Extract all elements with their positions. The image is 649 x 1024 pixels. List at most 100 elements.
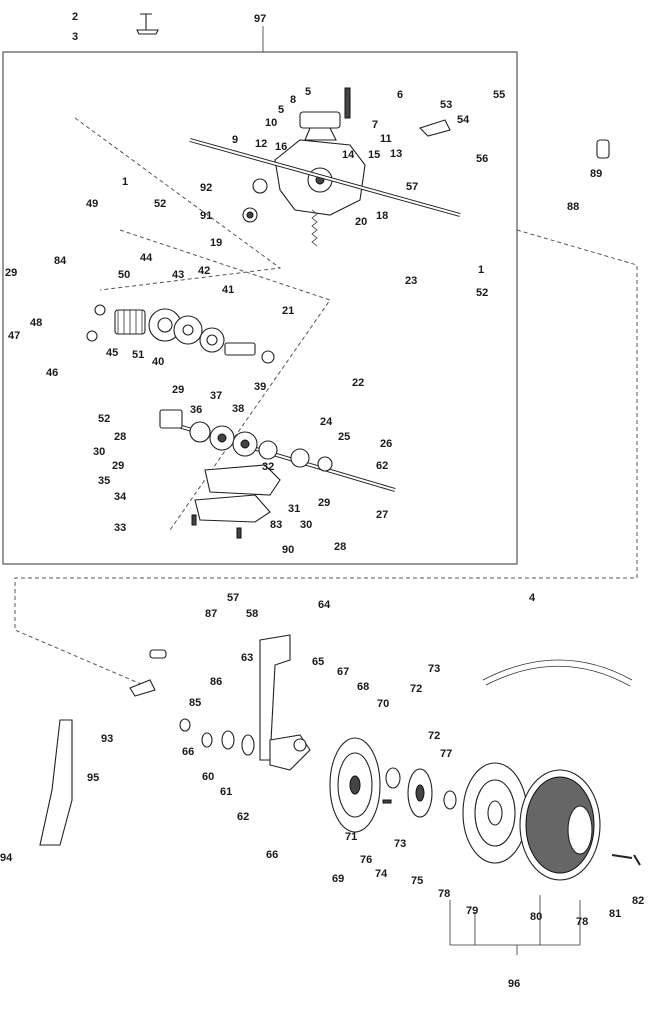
part-label: 48 bbox=[30, 317, 42, 329]
part-label: 1 bbox=[478, 264, 484, 276]
part-label: 1 bbox=[122, 176, 128, 188]
part-label: 29 bbox=[112, 460, 124, 472]
part-label: 42 bbox=[198, 265, 210, 277]
part-label: 49 bbox=[86, 198, 98, 210]
part-label: 10 bbox=[265, 117, 277, 129]
part-label: 64 bbox=[318, 599, 331, 611]
part-label: 39 bbox=[254, 381, 266, 393]
part-label: 38 bbox=[232, 403, 244, 415]
gear-train-icon bbox=[86, 304, 275, 364]
pin-icon bbox=[611, 854, 641, 866]
part-label: 6 bbox=[397, 89, 403, 101]
part-label: 86 bbox=[210, 676, 222, 688]
part-label: 93 bbox=[101, 733, 113, 745]
part-label: 65 bbox=[312, 656, 324, 668]
part-label: 45 bbox=[106, 347, 118, 359]
part-label: 43 bbox=[172, 269, 184, 281]
part-label: 70 bbox=[377, 698, 389, 710]
part-label: 16 bbox=[275, 141, 287, 153]
part-label: 40 bbox=[152, 356, 164, 368]
height-lever-icon bbox=[269, 734, 311, 771]
part-label: 41 bbox=[222, 284, 234, 296]
part-label: 90 bbox=[282, 544, 294, 556]
part-label: 52 bbox=[98, 413, 110, 425]
part-label: 46 bbox=[46, 367, 58, 379]
part-label: 9 bbox=[232, 134, 238, 146]
pinion-gear-icon bbox=[382, 767, 457, 818]
part-label: 77 bbox=[440, 748, 452, 760]
part-label: 66 bbox=[266, 849, 278, 861]
part-label: 32 bbox=[262, 461, 274, 473]
part-label: 60 bbox=[202, 771, 214, 783]
drive-part-labels: 4 87 57 58 64 63 65 67 68 86 85 66 60 61… bbox=[0, 592, 644, 990]
part-label: 72 bbox=[410, 683, 422, 695]
part-label: 75 bbox=[411, 875, 423, 887]
shaft-icon bbox=[189, 138, 461, 217]
lever-arm-icon bbox=[418, 119, 610, 159]
cable-icon bbox=[482, 659, 633, 687]
part-label: 58 bbox=[246, 608, 258, 620]
part-label: 76 bbox=[360, 854, 372, 866]
part-label: 95 bbox=[87, 772, 99, 784]
bearing-icon bbox=[242, 178, 268, 223]
part-label: 44 bbox=[140, 252, 153, 264]
part-label: 22 bbox=[352, 377, 364, 389]
part-label: 20 bbox=[355, 216, 367, 228]
part-label: 50 bbox=[118, 269, 130, 281]
part-label: 85 bbox=[189, 697, 201, 709]
part-label: 15 bbox=[368, 149, 380, 161]
part-label: 96 bbox=[508, 978, 520, 990]
part-label: 74 bbox=[375, 868, 388, 880]
screw-icon bbox=[136, 13, 159, 35]
washer-icon bbox=[179, 718, 255, 756]
part-label: 31 bbox=[288, 503, 300, 515]
shift-plate-icon bbox=[191, 464, 281, 539]
part-label: 30 bbox=[300, 519, 312, 531]
part-label: 87 bbox=[205, 608, 217, 620]
part-label: 66 bbox=[182, 746, 194, 758]
part-label: 21 bbox=[282, 305, 294, 317]
label-97: 97 bbox=[254, 13, 266, 25]
part-label: 82 bbox=[632, 895, 644, 907]
part-label: 55 bbox=[493, 89, 505, 101]
part-label: 18 bbox=[376, 210, 388, 222]
drive-pulley-icon bbox=[329, 737, 381, 833]
part-label: 37 bbox=[210, 390, 222, 402]
part-label: 7 bbox=[372, 119, 378, 131]
part-label: 72 bbox=[428, 730, 440, 742]
part-label: 14 bbox=[342, 149, 355, 161]
part-label: 71 bbox=[345, 831, 357, 843]
part-label: 13 bbox=[390, 148, 402, 160]
gearbox-frame bbox=[2, 51, 518, 565]
part-label: 52 bbox=[154, 198, 166, 210]
part-label: 29 bbox=[318, 497, 330, 509]
part-label: 53 bbox=[440, 99, 452, 111]
part-label: 25 bbox=[338, 431, 350, 443]
part-label: 56 bbox=[476, 153, 488, 165]
assembly-link-line bbox=[14, 229, 638, 691]
part-label: 91 bbox=[200, 210, 212, 222]
gearbox-part-labels: 6 5 8 5 10 12 9 11 7 13 14 15 16 53 54 5… bbox=[5, 86, 602, 556]
part-label: 61 bbox=[220, 786, 232, 798]
part-label: 24 bbox=[320, 416, 333, 428]
part-label: 73 bbox=[394, 838, 406, 850]
part-label: 78 bbox=[438, 888, 450, 900]
part-label: 30 bbox=[93, 446, 105, 458]
part-label: 69 bbox=[332, 873, 344, 885]
part-label: 47 bbox=[8, 330, 20, 342]
label-2: 2 bbox=[72, 11, 78, 23]
part-label: 29 bbox=[5, 267, 17, 279]
part-label: 12 bbox=[255, 138, 267, 150]
part-label: 23 bbox=[405, 275, 417, 287]
part-label: 27 bbox=[376, 509, 388, 521]
part-label: 19 bbox=[210, 237, 222, 249]
part-label: 68 bbox=[357, 681, 369, 693]
part-label: 84 bbox=[54, 255, 67, 267]
part-label: 28 bbox=[114, 431, 126, 443]
tire-icon bbox=[519, 769, 601, 881]
part-label: 54 bbox=[457, 114, 470, 126]
part-label: 8 bbox=[290, 94, 296, 106]
part-label: 28 bbox=[334, 541, 346, 553]
part-label: 83 bbox=[270, 519, 282, 531]
